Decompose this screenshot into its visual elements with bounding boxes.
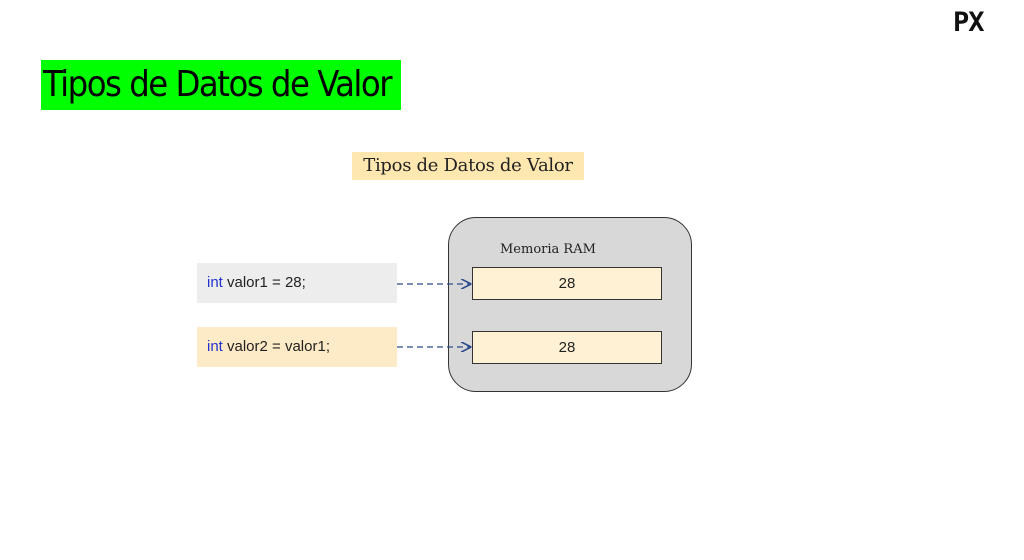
code-line-1: int valor1 = 28;: [197, 263, 397, 303]
memory-cell-2: 28: [472, 331, 662, 364]
slide-title: Tipos de Datos de Valor: [41, 60, 401, 110]
code-line-2: int valor2 = valor1;: [197, 327, 397, 367]
diagram-title: Tipos de Datos de Valor: [352, 152, 584, 180]
code-text: valor1 = 28;: [222, 274, 306, 291]
code-text: valor2 = valor1;: [222, 338, 330, 355]
code-keyword: int: [207, 274, 223, 291]
px-logo: PX: [953, 7, 985, 38]
memory-cell-1: 28: [472, 267, 662, 300]
memory-ram-label: Memoria RAM: [500, 242, 596, 257]
code-keyword: int: [207, 338, 223, 355]
